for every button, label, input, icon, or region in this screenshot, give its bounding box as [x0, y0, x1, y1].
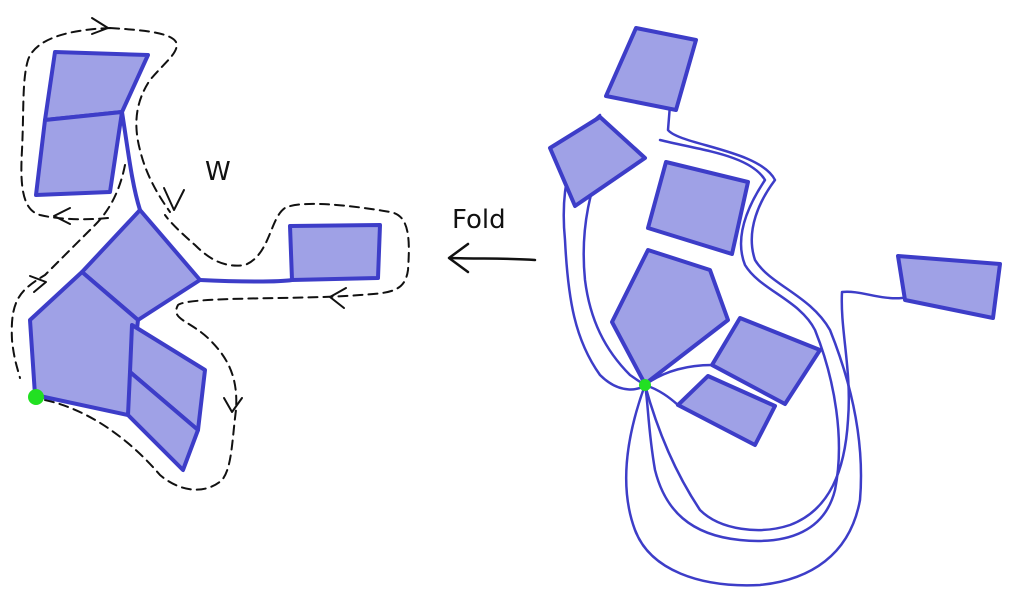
- face: [43, 50, 150, 122]
- face: [676, 374, 777, 447]
- walk-arrowhead: [329, 287, 347, 309]
- walk-arrowhead: [223, 397, 243, 413]
- fold-arrow: Fold: [447, 205, 537, 274]
- fold-arrow-head: [447, 242, 470, 274]
- edge: [198, 278, 294, 284]
- walk-arrowhead: [29, 275, 47, 293]
- left-planar-map: [10, 17, 410, 491]
- walk-arrowhead: [53, 207, 71, 225]
- vertex-marker: [28, 389, 44, 405]
- map-label-w: W: [205, 157, 231, 187]
- edge: [120, 110, 142, 212]
- right-planar-map: [548, 26, 1002, 587]
- face: [28, 270, 140, 417]
- edge: [625, 103, 863, 587]
- edge: [643, 138, 841, 543]
- face: [604, 26, 698, 112]
- fold-arrow-shaft: [448, 256, 537, 262]
- edge: [643, 290, 904, 532]
- edge: [643, 363, 714, 387]
- face: [548, 115, 647, 208]
- edge: [582, 148, 647, 387]
- face: [288, 223, 382, 282]
- boundary-walk-lower: [10, 164, 410, 491]
- vertex-marker: [639, 379, 651, 391]
- face: [610, 248, 730, 386]
- face: [126, 370, 200, 472]
- walk-arrowhead: [91, 17, 109, 35]
- face: [896, 254, 1002, 320]
- walk-arrowhead: [163, 187, 185, 211]
- face: [710, 316, 822, 406]
- face: [34, 110, 124, 197]
- face: [646, 160, 750, 256]
- fold-label: Fold: [452, 205, 506, 235]
